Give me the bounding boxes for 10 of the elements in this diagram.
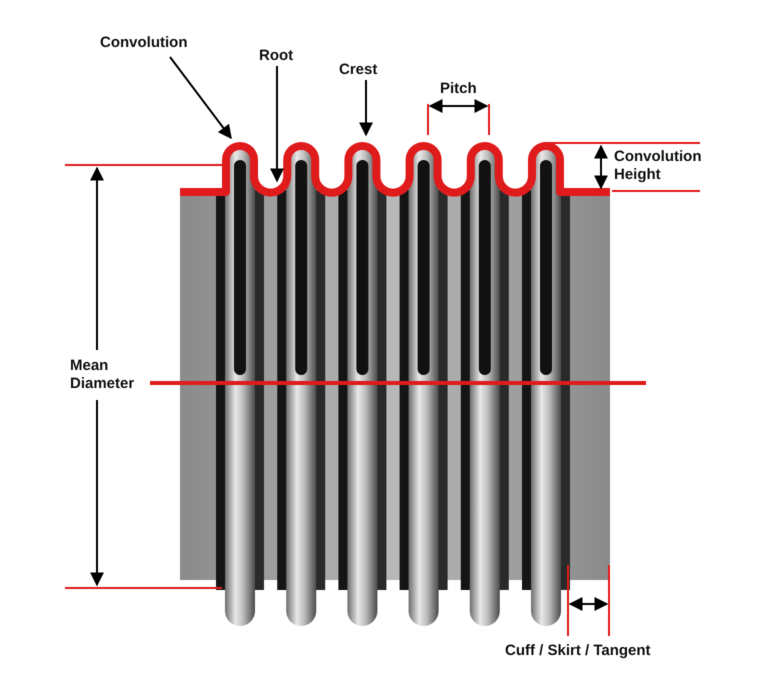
leader-line [270,66,284,182]
part-label: Crest [339,61,378,79]
part-label: Convolution [100,34,188,52]
dimension-label: Convolution Height [614,148,702,184]
leader-line [359,80,373,136]
dimension-label: Pitch [440,80,477,98]
dimension-label: Mean Diameter [70,357,136,393]
leader-line [169,56,232,140]
part-label: Root [259,47,294,65]
dimension-label: Cuff / Skirt / Tangent [505,642,651,660]
